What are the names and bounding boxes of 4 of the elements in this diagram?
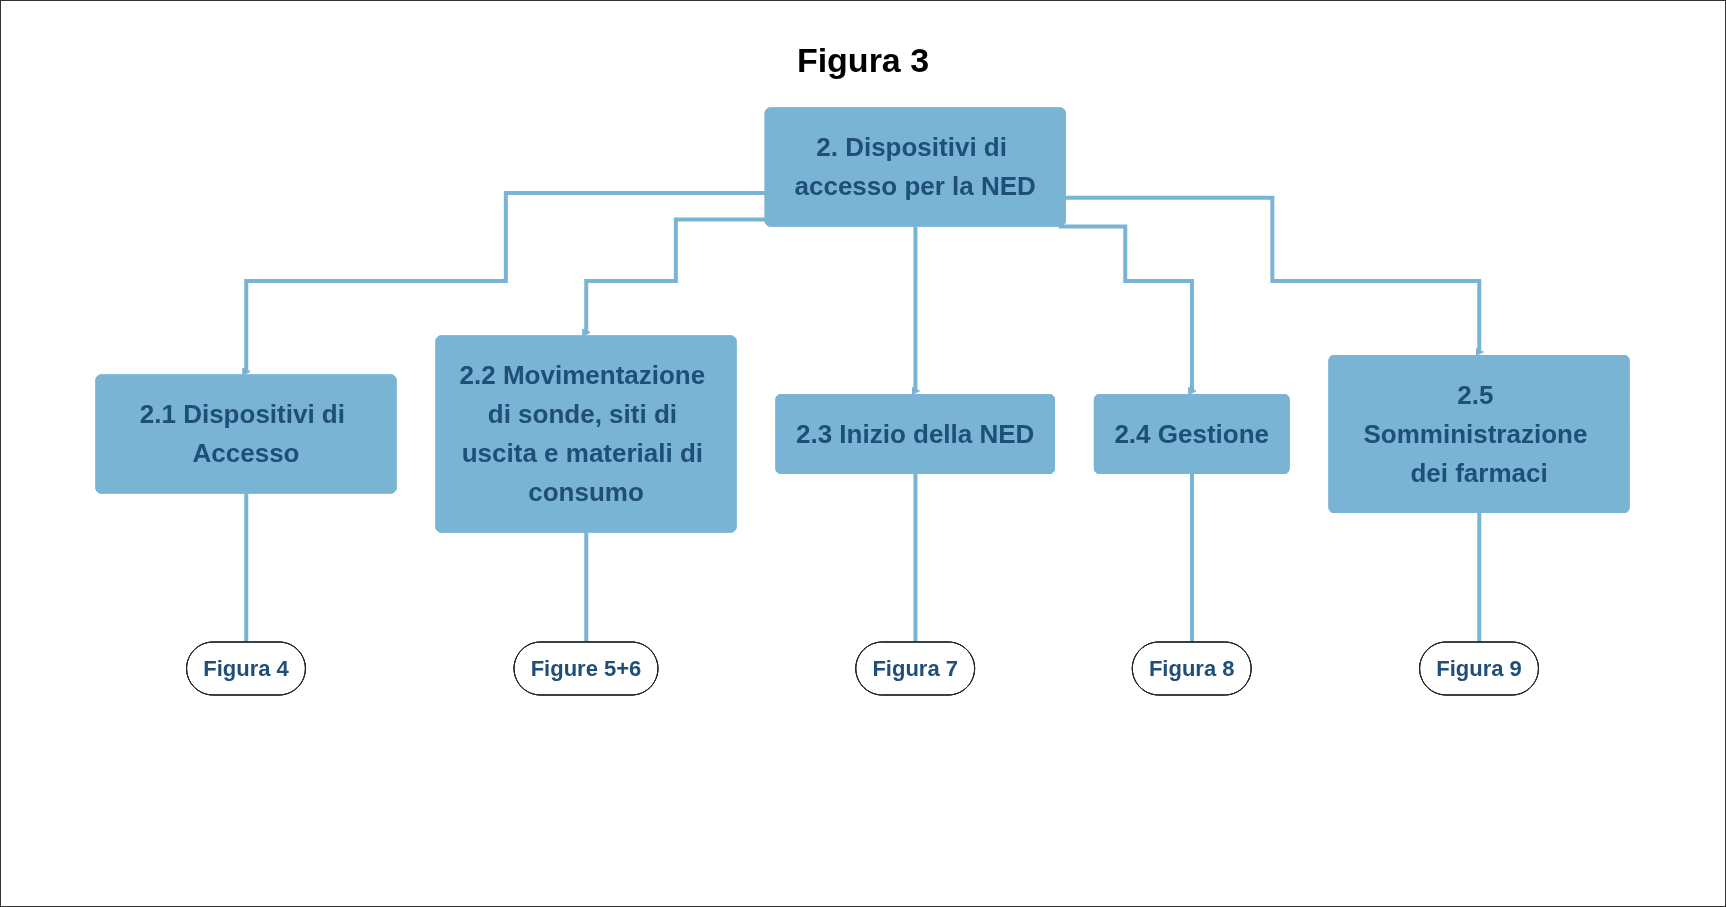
diagram-title: Figura 3 [796, 41, 930, 80]
arrow [1066, 195, 1485, 357]
arrow [582, 217, 767, 337]
arrow [242, 191, 767, 376]
